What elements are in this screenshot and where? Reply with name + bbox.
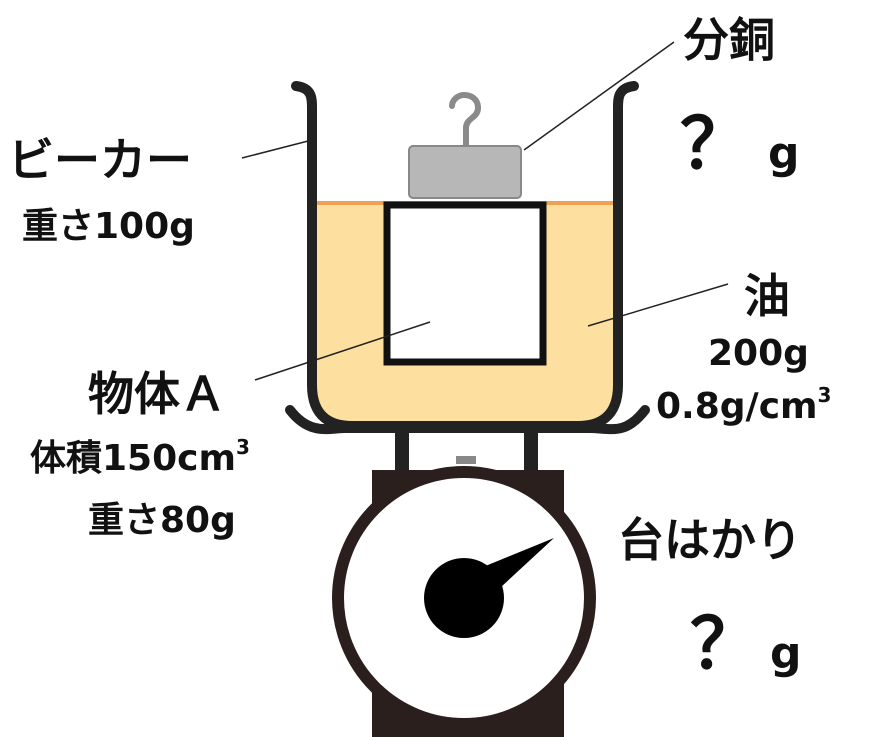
oil-mass-label: 200g xyxy=(708,333,809,374)
leader-weight xyxy=(523,41,675,151)
scale-label: 台はかり xyxy=(618,513,802,567)
scale xyxy=(285,405,650,737)
beaker-label: ビーカー xyxy=(8,133,192,187)
object-a-weight-label: 重さ80g xyxy=(88,500,236,541)
weight-body xyxy=(408,145,522,199)
weight-hook xyxy=(449,91,482,149)
weight-block-unit: g xyxy=(768,128,800,179)
scale-leg-right xyxy=(524,428,538,476)
beaker-weight-label: 重さ100g xyxy=(22,206,195,247)
beaker-outline xyxy=(291,81,639,431)
oil-label: 油 xyxy=(744,269,790,323)
scale-leg-left xyxy=(395,428,409,476)
scale-knob xyxy=(456,456,476,464)
scale-unknown: ？ xyxy=(690,603,760,685)
leader-object-a xyxy=(254,321,431,381)
object-a-volume-label: 体積150cm3 xyxy=(30,435,250,479)
weight-block xyxy=(408,91,522,199)
scale-unit: g xyxy=(770,628,802,679)
weight-block-label: 分銅 xyxy=(683,13,775,67)
leader-oil xyxy=(587,283,729,327)
object-a-label: 物体Ａ xyxy=(88,367,226,421)
weight-block-unknown: ？ xyxy=(680,103,750,185)
object-a-box xyxy=(383,201,547,366)
oil-density-label: 0.8g/cm3 xyxy=(656,383,831,427)
scale-needle xyxy=(456,538,554,612)
leader-beaker xyxy=(241,139,313,159)
